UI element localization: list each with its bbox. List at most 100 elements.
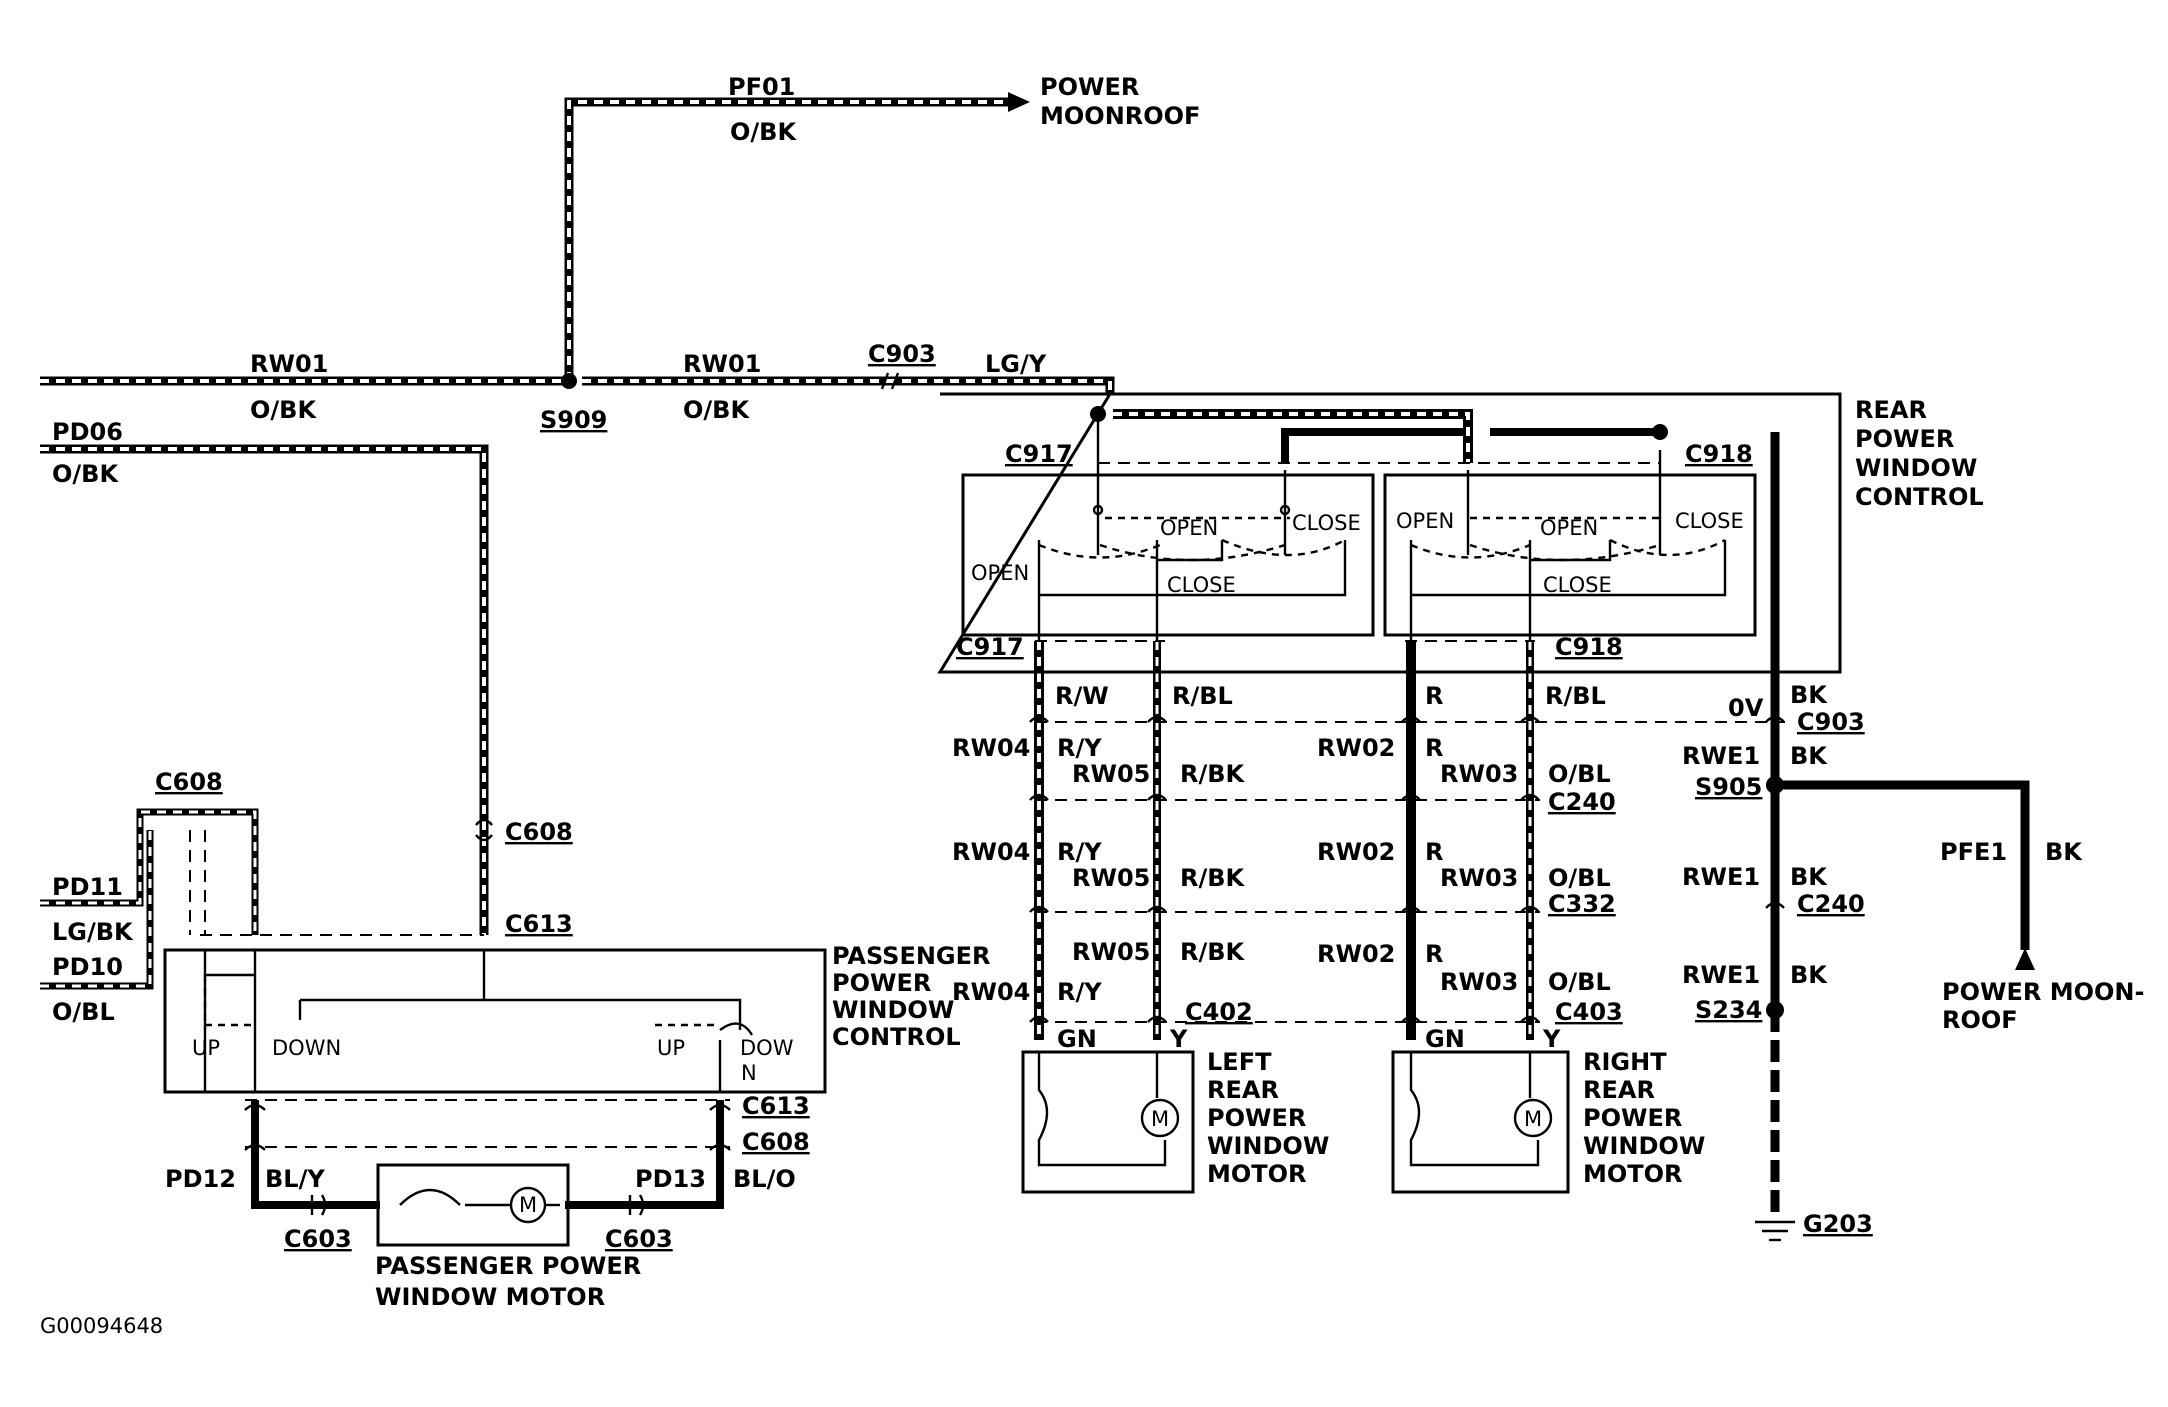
- c918-bottom-label: C918: [1555, 633, 1623, 661]
- c403-label: C403: [1555, 998, 1623, 1026]
- c240-right-rear-label: C240: [1548, 788, 1616, 816]
- ground-symbol-g203: [1755, 1220, 1795, 1242]
- right-col2-circuit-2: RW03: [1440, 864, 1518, 892]
- left-col1-color-3: R/Y: [1057, 978, 1102, 1006]
- left-col2-circuit-2: RW05: [1072, 864, 1150, 892]
- left-col2-color-3: R/BK: [1180, 938, 1246, 966]
- lgy-color-label: LG/Y: [985, 350, 1047, 378]
- pd12-circuit-label: PD12: [165, 1165, 236, 1193]
- passenger-window-control: [163, 830, 827, 1148]
- ground-bk-label-3: BK: [1790, 961, 1828, 989]
- pf01-circuit-label: PF01: [728, 73, 795, 101]
- left-col1-bottom-color: GN: [1057, 1025, 1097, 1053]
- pd11-circuit-label: PD11: [52, 873, 123, 901]
- c613-bottom-label: C613: [742, 1092, 810, 1120]
- c613-top-label: C613: [505, 910, 573, 938]
- left-motor-title-4: WINDOW: [1207, 1132, 1329, 1160]
- passenger-down-left-label: DOWN: [272, 1036, 341, 1060]
- left-col2-bottom-color: Y: [1169, 1025, 1188, 1053]
- left-switch-open-top: OPEN: [1160, 516, 1218, 540]
- pd06-color-label: O/BK: [52, 460, 119, 488]
- right-col2-color-2: O/BL: [1548, 864, 1611, 892]
- left-col2-top-color: R/BL: [1172, 682, 1233, 710]
- right-col2-color-1: O/BL: [1548, 760, 1611, 788]
- c603-right-label: C603: [605, 1225, 673, 1253]
- reference-code: G00094648: [40, 1314, 163, 1338]
- left-switch-close-top: CLOSE: [1292, 511, 1361, 535]
- s234-label: S234: [1695, 996, 1762, 1024]
- zero-volt-label: 0V: [1728, 694, 1764, 722]
- left-motor-title-1: LEFT: [1207, 1048, 1272, 1076]
- s909-label: S909: [540, 406, 607, 434]
- pd13-color-label: BL/O: [733, 1165, 796, 1193]
- left-rear-motor: [1021, 1050, 1195, 1194]
- right-motor-title-3: POWER: [1583, 1104, 1682, 1132]
- right-col1-circuit-1: RW02: [1317, 734, 1395, 762]
- pfe1-color-label: BK: [2045, 838, 2083, 866]
- left-col1-color-1: R/Y: [1057, 734, 1102, 762]
- c918-top-label: C918: [1685, 440, 1753, 468]
- left-col1-color-2: R/Y: [1057, 838, 1102, 866]
- power-moonroof-label-1: POWER: [1040, 73, 1139, 101]
- ground-bk-label-2: BK: [1790, 863, 1828, 891]
- right-col1-color-1: R: [1425, 734, 1443, 762]
- s905-label: S905: [1695, 773, 1762, 801]
- pd10-color-label: O/BL: [52, 998, 115, 1026]
- right-col1-bottom-color: GN: [1425, 1025, 1465, 1053]
- connector-marks: [244, 372, 1785, 1216]
- moonroof-arrow: [1008, 92, 1030, 112]
- pfe1-label: PFE1: [1940, 838, 2007, 866]
- c608-bottom-label: C608: [742, 1128, 810, 1156]
- right-col2-bottom-color: Y: [1542, 1025, 1561, 1053]
- passenger-down-right-label-a: DOW: [740, 1036, 794, 1060]
- pf01-color-label: O/BK: [730, 118, 797, 146]
- passenger-down-right-label-b: N: [741, 1061, 757, 1085]
- pd12-color-label: BL/Y: [265, 1165, 325, 1193]
- pd11-color-label: LG/BK: [52, 918, 134, 946]
- power-moonroof-label-2: MOONROOF: [1040, 102, 1200, 130]
- left-col1-top-color: R/W: [1055, 682, 1109, 710]
- moonroof-ground-title-2: ROOF: [1942, 1006, 2018, 1034]
- splice-s905: [1766, 776, 1784, 794]
- rwe1-label-3: RWE1: [1682, 961, 1760, 989]
- right-col1-circuit-3: RW02: [1317, 940, 1395, 968]
- right-switch-open-left: OPEN: [1396, 509, 1454, 533]
- right-switch-open-mid: OPEN: [1540, 516, 1598, 540]
- c917-bottom-label: C917: [956, 633, 1024, 661]
- right-col2-circuit-1: RW03: [1440, 760, 1518, 788]
- c608-top-label: C608: [155, 768, 223, 796]
- left-col1-circuit-2: RW04: [952, 838, 1030, 866]
- right-col1-color-2: R: [1425, 838, 1443, 866]
- right-motor-title-2: REAR: [1583, 1076, 1655, 1104]
- left-col2-color-2: R/BK: [1180, 864, 1246, 892]
- passenger-control-title-4: CONTROL: [832, 1023, 961, 1051]
- rear-window-control: [937, 392, 1842, 1023]
- striped-wires: [40, 97, 1534, 1040]
- rear-control-title-4: CONTROL: [1855, 483, 1984, 511]
- passenger-motor-title-2: WINDOW MOTOR: [375, 1283, 605, 1311]
- ground-bk-label-1: BK: [1790, 742, 1828, 770]
- left-switch-close-bottom: CLOSE: [1167, 573, 1236, 597]
- rw01-right-circuit-label: RW01: [683, 350, 761, 378]
- passenger-control-title-3: WINDOW: [832, 996, 954, 1024]
- rwe1-label-1: RWE1: [1682, 742, 1760, 770]
- rear-control-title-1: REAR: [1855, 396, 1927, 424]
- g203-label: G203: [1803, 1210, 1873, 1238]
- rear-feed-dot-right: [1652, 424, 1668, 440]
- pd10-circuit-label: PD10: [52, 953, 123, 981]
- passenger-control-title-1: PASSENGER: [832, 942, 991, 970]
- pd06-circuit-label: PD06: [52, 418, 123, 446]
- rear-control-title-2: POWER: [1855, 425, 1954, 453]
- c903-feed-label: C903: [868, 340, 936, 368]
- left-col1-circuit-3: RW04: [952, 978, 1030, 1006]
- left-motor-title-3: POWER: [1207, 1104, 1306, 1132]
- c402-label: C402: [1185, 998, 1253, 1026]
- left-col2-color-1: R/BK: [1180, 760, 1246, 788]
- left-col1-circuit-1: RW04: [952, 734, 1030, 762]
- left-col2-circuit-3: RW05: [1072, 938, 1150, 966]
- moonroof-ground-arrow: [2015, 948, 2035, 970]
- left-switch-open-side: OPEN: [971, 561, 1029, 585]
- c903-ground-label: C903: [1797, 708, 1865, 736]
- c332-label: C332: [1548, 890, 1616, 918]
